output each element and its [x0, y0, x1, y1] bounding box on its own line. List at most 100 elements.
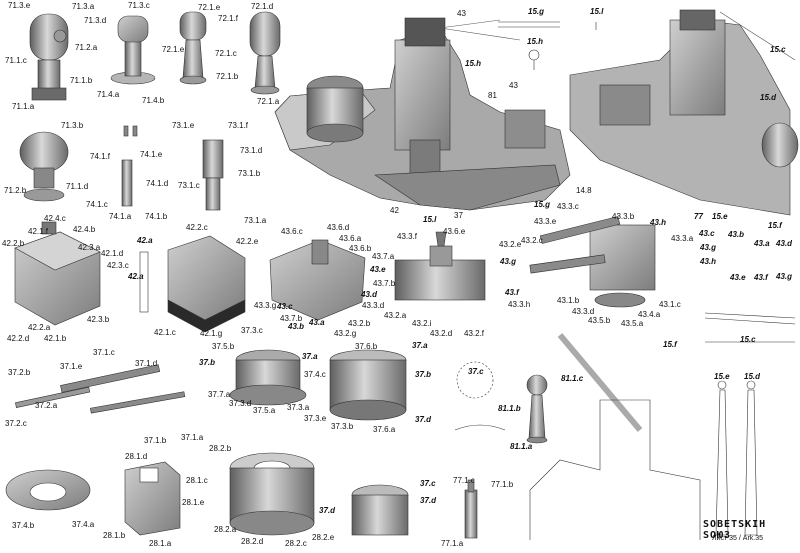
lamp-72-1-small: [179, 11, 207, 85]
part-label-43-e: 43.e: [730, 273, 746, 282]
part-label-43-6-e: 43.6.e: [443, 227, 466, 236]
mast-15-h: [528, 49, 540, 70]
ship-superstructure-left: [274, 17, 571, 211]
part-label-37-6-a: 37.6.a: [373, 425, 396, 434]
part-label-43-a2: 43.a: [309, 318, 325, 327]
part-label-81-1-a: 81.1.a: [510, 442, 533, 451]
part-label-37-4-a: 37.4.a: [72, 520, 95, 529]
part-label-43-b2: 43.b: [288, 322, 305, 331]
part-label-42-1-d: 42.1.d: [101, 249, 124, 258]
part-label-73-1-b: 73.1.b: [238, 169, 261, 178]
part-label-42-1-g: 42.1.g: [200, 329, 223, 338]
part-label-37-2-a: 37.2.a: [35, 401, 58, 410]
part-label-74-1-f: 74.1.f: [90, 152, 111, 161]
part-label-42-2-a: 42.2.a: [28, 323, 51, 332]
part-label-15-h: 15.h: [465, 59, 482, 68]
part-label-71-2-a: 71.2.a: [75, 43, 98, 52]
part-label-42-4-c: 42.4.c: [44, 214, 66, 223]
part-label-43-2-f: 43.2.f: [464, 329, 485, 338]
part-label-37-3-b: 37.3.b: [331, 422, 354, 431]
part-label-43-g2: 43.g: [776, 272, 793, 281]
part-label-37-2-b: 37.2.b: [8, 368, 31, 377]
part-43-center: [269, 239, 366, 321]
part-label-43-c: 43.c: [699, 229, 715, 238]
part-label-42: 42: [390, 206, 399, 215]
part-label-43-7-b: 43.7.b: [373, 279, 396, 288]
part-label-28-2-c: 28.2.c: [285, 539, 307, 548]
part-label-15-c: 15.c: [770, 45, 786, 54]
part-label-77-1-b: 77.1.b: [491, 480, 514, 489]
pedestal-71-4: [110, 15, 156, 85]
part-label-74-1-d: 74.1.d: [146, 179, 169, 188]
part-label-43-5-a: 43.5.a: [621, 319, 644, 328]
part-label-37-b: 37.b: [199, 358, 216, 367]
part-28-2: [229, 452, 315, 536]
part-label-37-a: 37.a: [302, 352, 318, 361]
part-label-71-4-a: 71.4.a: [97, 90, 120, 99]
part-label-77-1-a: 77.1.a: [441, 539, 464, 548]
part-label-28-2-b: 28.2.b: [209, 444, 232, 453]
part-28-1: [124, 461, 181, 536]
part-label-72-1-d: 72.1.d: [251, 2, 274, 11]
part-label-71-3-e: 71.3.e: [8, 1, 31, 10]
part-label-43-3-a: 43.3.a: [671, 234, 694, 243]
part-label-72-1-a: 72.1.a: [257, 97, 280, 106]
part-label-71-3-b: 71.3.b: [61, 121, 84, 130]
part-label-73-1-f: 73.1.f: [228, 121, 249, 130]
line-drawing: [529, 333, 701, 540]
part-42-1: [167, 235, 246, 333]
part-label-15-l2: 15.l: [423, 215, 437, 224]
part-label-15-e: 15.e: [712, 212, 728, 221]
part-label-42-a: 42.a: [137, 236, 153, 245]
part-label-43-6-b: 43.6.b: [349, 244, 372, 253]
part-label-37-1-b: 37.1.b: [144, 436, 167, 445]
part-label-43-3-d2: 43.3.d: [362, 301, 385, 310]
part-label-43-t: 43: [457, 9, 466, 18]
part-label-43-2-i: 43.2.i: [412, 319, 432, 328]
lamp-72-1-large: [249, 11, 281, 95]
part-label-37-a2: 37.a: [412, 341, 428, 350]
part-label-71-1-c: 71.1.c: [5, 56, 27, 65]
part-label-15-f: 15.f: [768, 221, 782, 230]
part-label-28-1-b: 28.1.b: [103, 531, 126, 540]
part-label-43-2-e: 43.2.e: [499, 240, 522, 249]
part-label-28-1-c: 28.1.c: [186, 476, 208, 485]
part-label-28-1-d: 28.1.d: [125, 452, 148, 461]
part-label-37-3-a: 37.3.a: [287, 403, 310, 412]
ship-superstructure-right: [569, 9, 799, 216]
part-73-1: [202, 139, 224, 211]
turret-43-3: [529, 216, 656, 308]
mount-37-6: [329, 349, 407, 421]
part-label-37-5-a: 37.5.a: [253, 406, 276, 415]
gun-37-1: [15, 364, 186, 414]
ring-37-c: [456, 361, 494, 399]
part-label-43-d: 43.d: [776, 239, 793, 248]
part-label-43-6-c: 43.6.c: [281, 227, 303, 236]
part-label-43-1-c: 43.1.c: [659, 300, 681, 309]
part-label-42-a2: 42.a: [128, 272, 144, 281]
part-label-43-3-f: 43.3.f: [397, 232, 418, 241]
part-label-43-3-d3: 43.3.d: [572, 307, 595, 316]
part-label-71-3-a: 71.3.a: [72, 2, 95, 11]
part-label-37-5-b: 37.5.b: [212, 342, 235, 351]
part-label-43-d2: 43.d: [361, 290, 378, 299]
part-label-37-3-c: 37.3.c: [241, 326, 263, 335]
part-label-15-g2: 15.g: [534, 200, 551, 209]
mast-15-d: [715, 380, 758, 536]
part-label-43-f: 43.f: [754, 273, 768, 282]
part-label-43-f2: 43.f: [505, 288, 519, 297]
part-label-37: 37: [454, 211, 463, 220]
rigging-15-f: [704, 312, 796, 343]
sheet-title: SOBETSKIH SOЮЗ: [703, 519, 767, 541]
part-label-73-1-e: 73.1.e: [172, 121, 195, 130]
part-label-72-1-c: 72.1.c: [215, 49, 237, 58]
part-label-42-1-c: 42.1.c: [154, 328, 176, 337]
part-label-42-2-e: 42.2.e: [236, 237, 259, 246]
part-71-2: [19, 131, 69, 202]
part-label-37-1-c: 37.1.c: [93, 348, 115, 357]
part-label-15-g: 15.g: [528, 7, 545, 16]
part-label-81-1-b: 81.1.b: [498, 404, 521, 413]
part-label-37-4-b: 37.4.b: [12, 521, 35, 530]
part-label-74-1-b: 74.1.b: [145, 212, 168, 221]
part-label-73-1-c: 73.1.c: [178, 181, 200, 190]
